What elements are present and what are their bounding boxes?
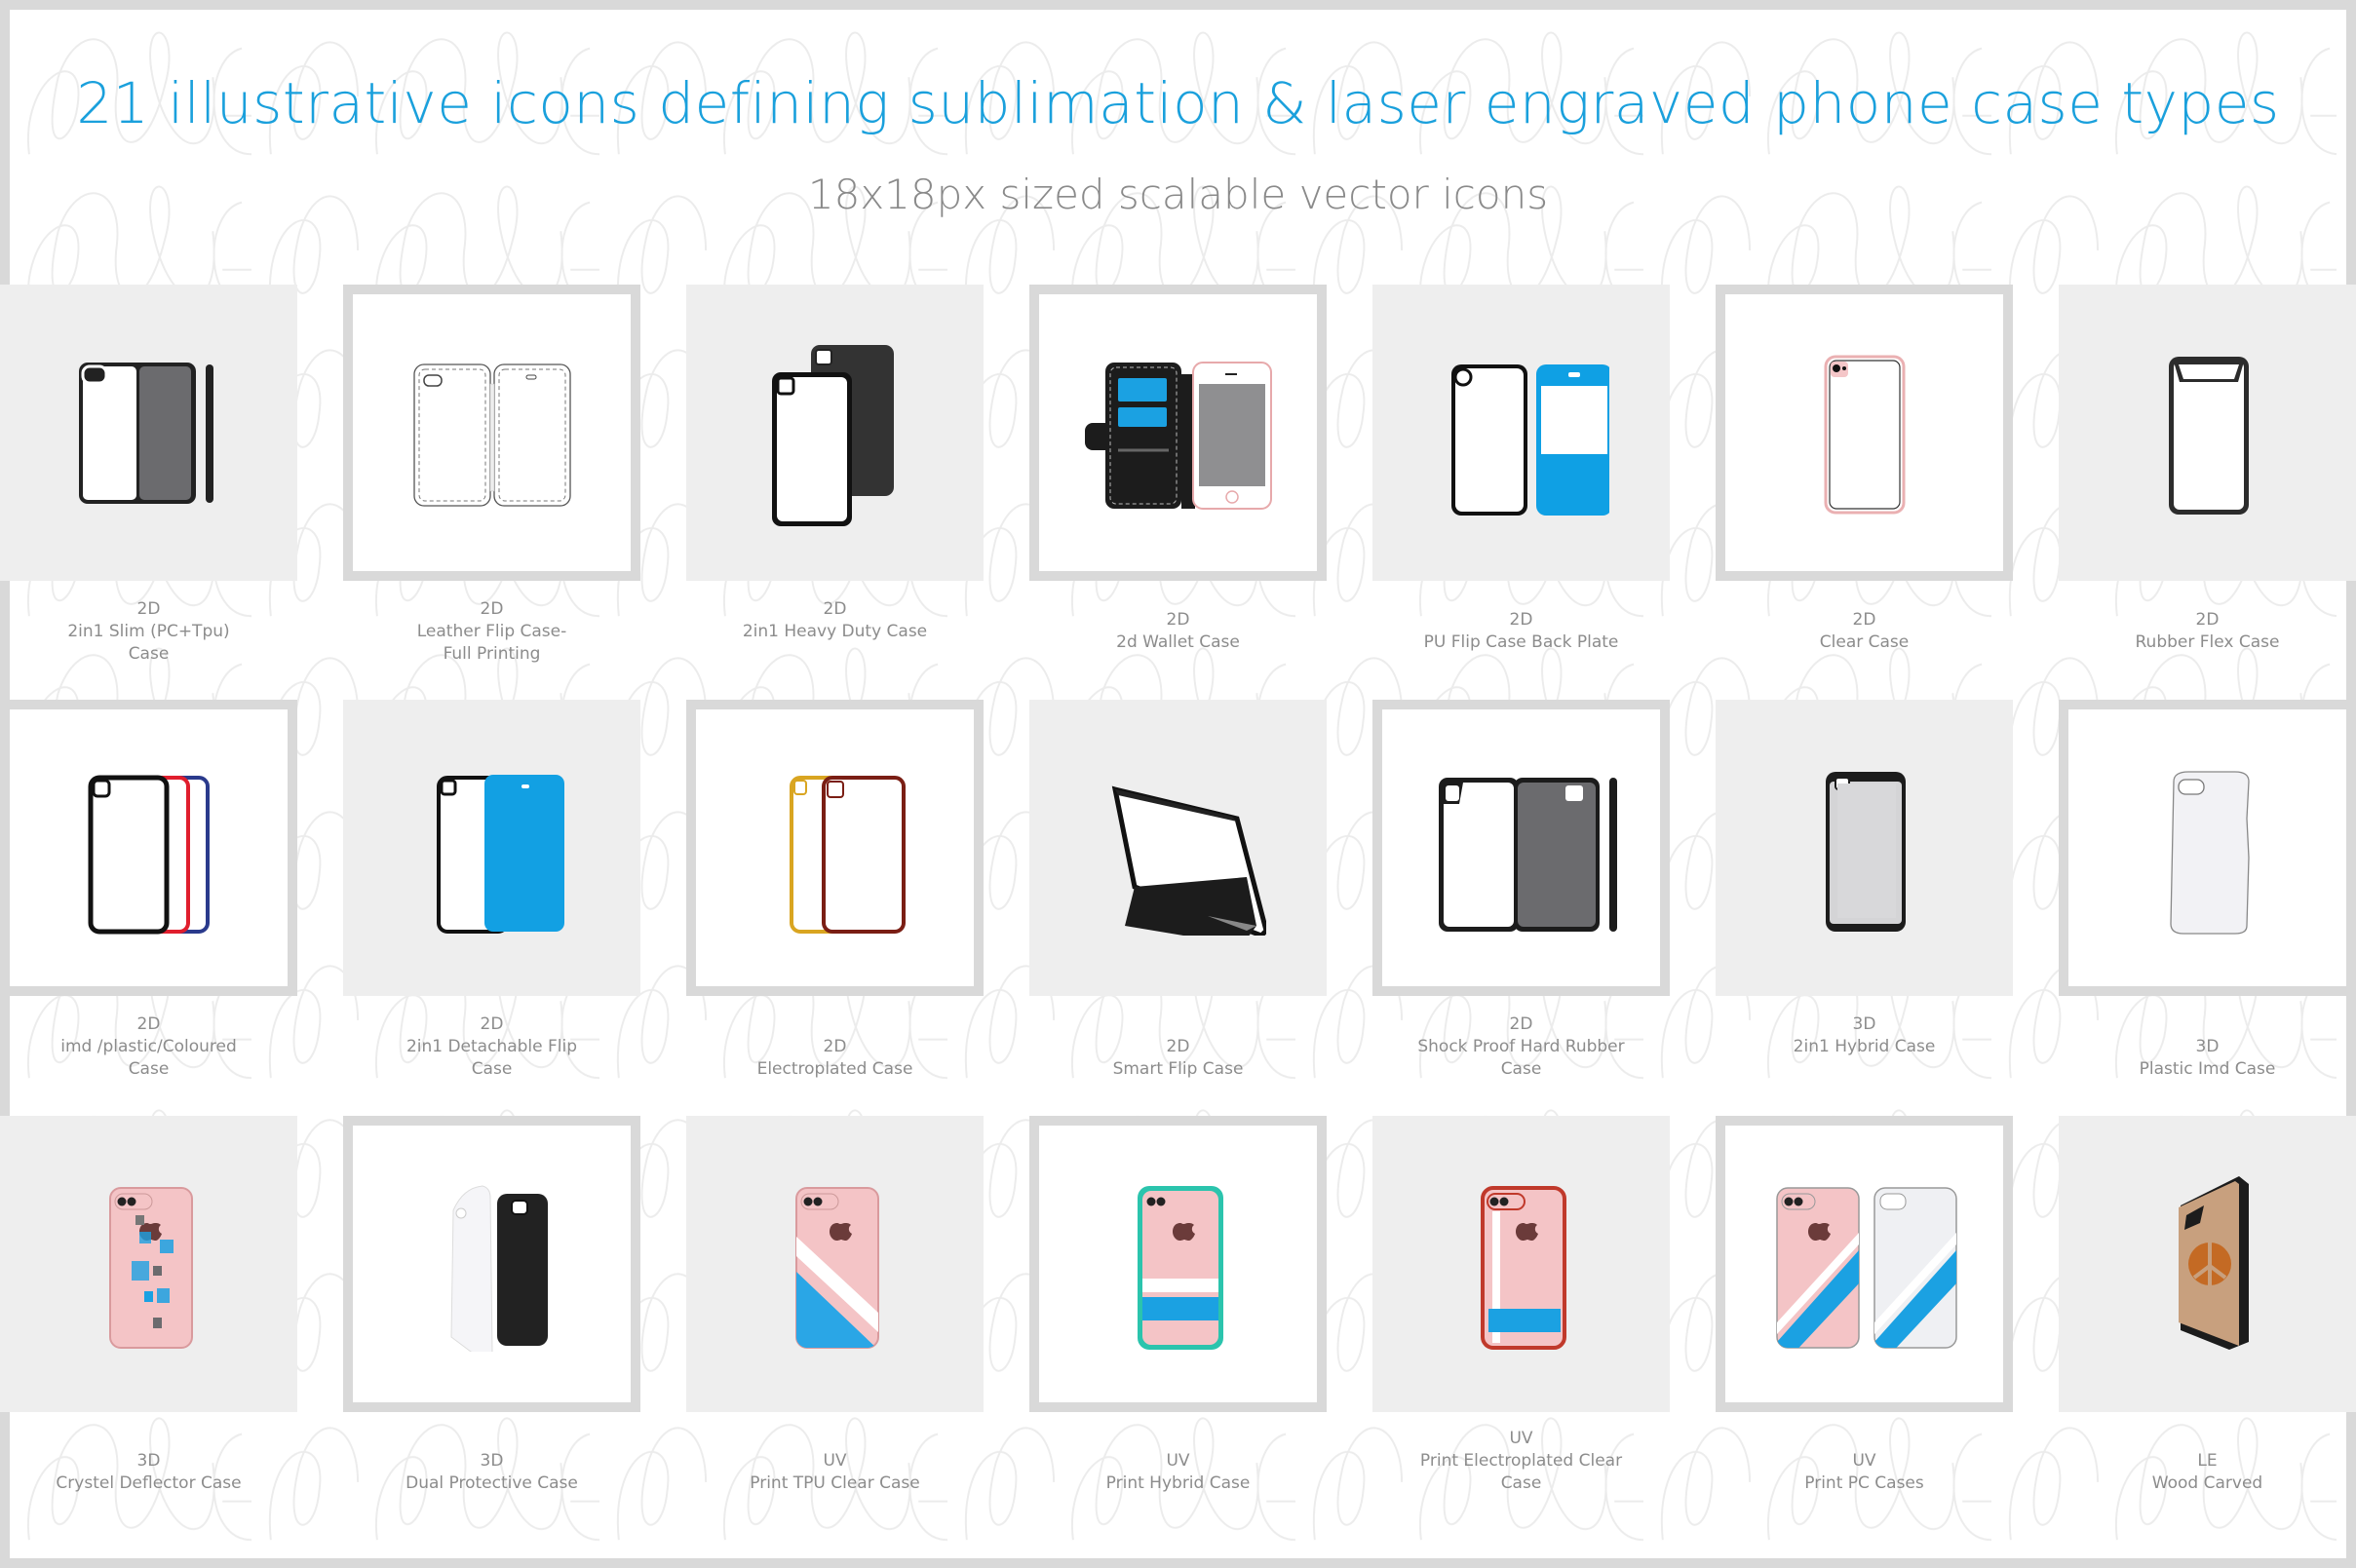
case-tile-pu-flip[interactable] (1372, 285, 1670, 581)
pu-flip-case-icon (1450, 364, 1609, 516)
heavy-duty-case-icon (771, 345, 894, 526)
case-tile-uv-electroplated[interactable] (1372, 1116, 1670, 1412)
uv-electroplated-case-icon (1480, 1186, 1566, 1350)
case-tile-electroplated[interactable] (686, 700, 984, 996)
uv-pc-cases-icon (1775, 1187, 1957, 1349)
case-tile-leather-flip[interactable] (343, 285, 640, 581)
case-tile-rubber-flex[interactable] (2059, 285, 2356, 581)
crystal-deflector-case-icon (108, 1187, 193, 1349)
case-tile-heavy-duty[interactable] (686, 285, 984, 581)
case-tile-plastic-imd[interactable] (2059, 700, 2356, 996)
case-tile-smart-flip[interactable] (1029, 700, 1327, 996)
case-tile-shockproof[interactable] (1372, 700, 1670, 996)
case-tile-crystal-deflector[interactable] (0, 1116, 297, 1412)
detachable-flip-case-icon (436, 775, 564, 934)
case-tile-wood-carved[interactable] (2059, 1116, 2356, 1412)
dual-protective-case-icon (449, 1185, 548, 1352)
case-tile-uv-hybrid[interactable] (1029, 1116, 1327, 1412)
case-tile-dual-protective[interactable] (343, 1116, 640, 1412)
electroplated-case-icon (789, 776, 906, 934)
leather-flip-case-icon (412, 363, 571, 507)
case-tile-hybrid[interactable] (1716, 700, 2013, 996)
case-tile-clear[interactable] (1716, 285, 2013, 581)
clear-case-icon (1824, 355, 1905, 515)
wood-carved-case-icon (2178, 1176, 2249, 1350)
slim-2in1-case-icon (78, 363, 213, 504)
case-tile-uv-tpu-clear[interactable] (686, 1116, 984, 1412)
wallet-case-icon (1084, 362, 1272, 510)
smart-flip-case-icon (1111, 785, 1266, 936)
case-tile-uv-pc[interactable] (1716, 1116, 2013, 1412)
shockproof-case-icon (1438, 778, 1617, 932)
plastic-imd-case-icon (2169, 771, 2250, 935)
page-title: 21 illustrative icons defining sublimati… (76, 70, 2280, 136)
uv-hybrid-case-icon (1137, 1186, 1223, 1350)
rubber-flex-case-icon (2168, 357, 2249, 515)
case-tile-wallet[interactable] (1029, 285, 1327, 581)
hybrid-case-icon (1825, 772, 1906, 932)
uv-tpu-clear-case-icon (794, 1187, 879, 1349)
case-tile-coloured-plastic[interactable] (0, 700, 297, 996)
case-tile-slim-2in1[interactable] (0, 285, 297, 581)
coloured-plastic-case-icon (88, 775, 210, 935)
page-subtitle: 18x18px sized scalable vector icons (807, 171, 1549, 218)
case-tile-detachable-flip[interactable] (343, 700, 640, 996)
